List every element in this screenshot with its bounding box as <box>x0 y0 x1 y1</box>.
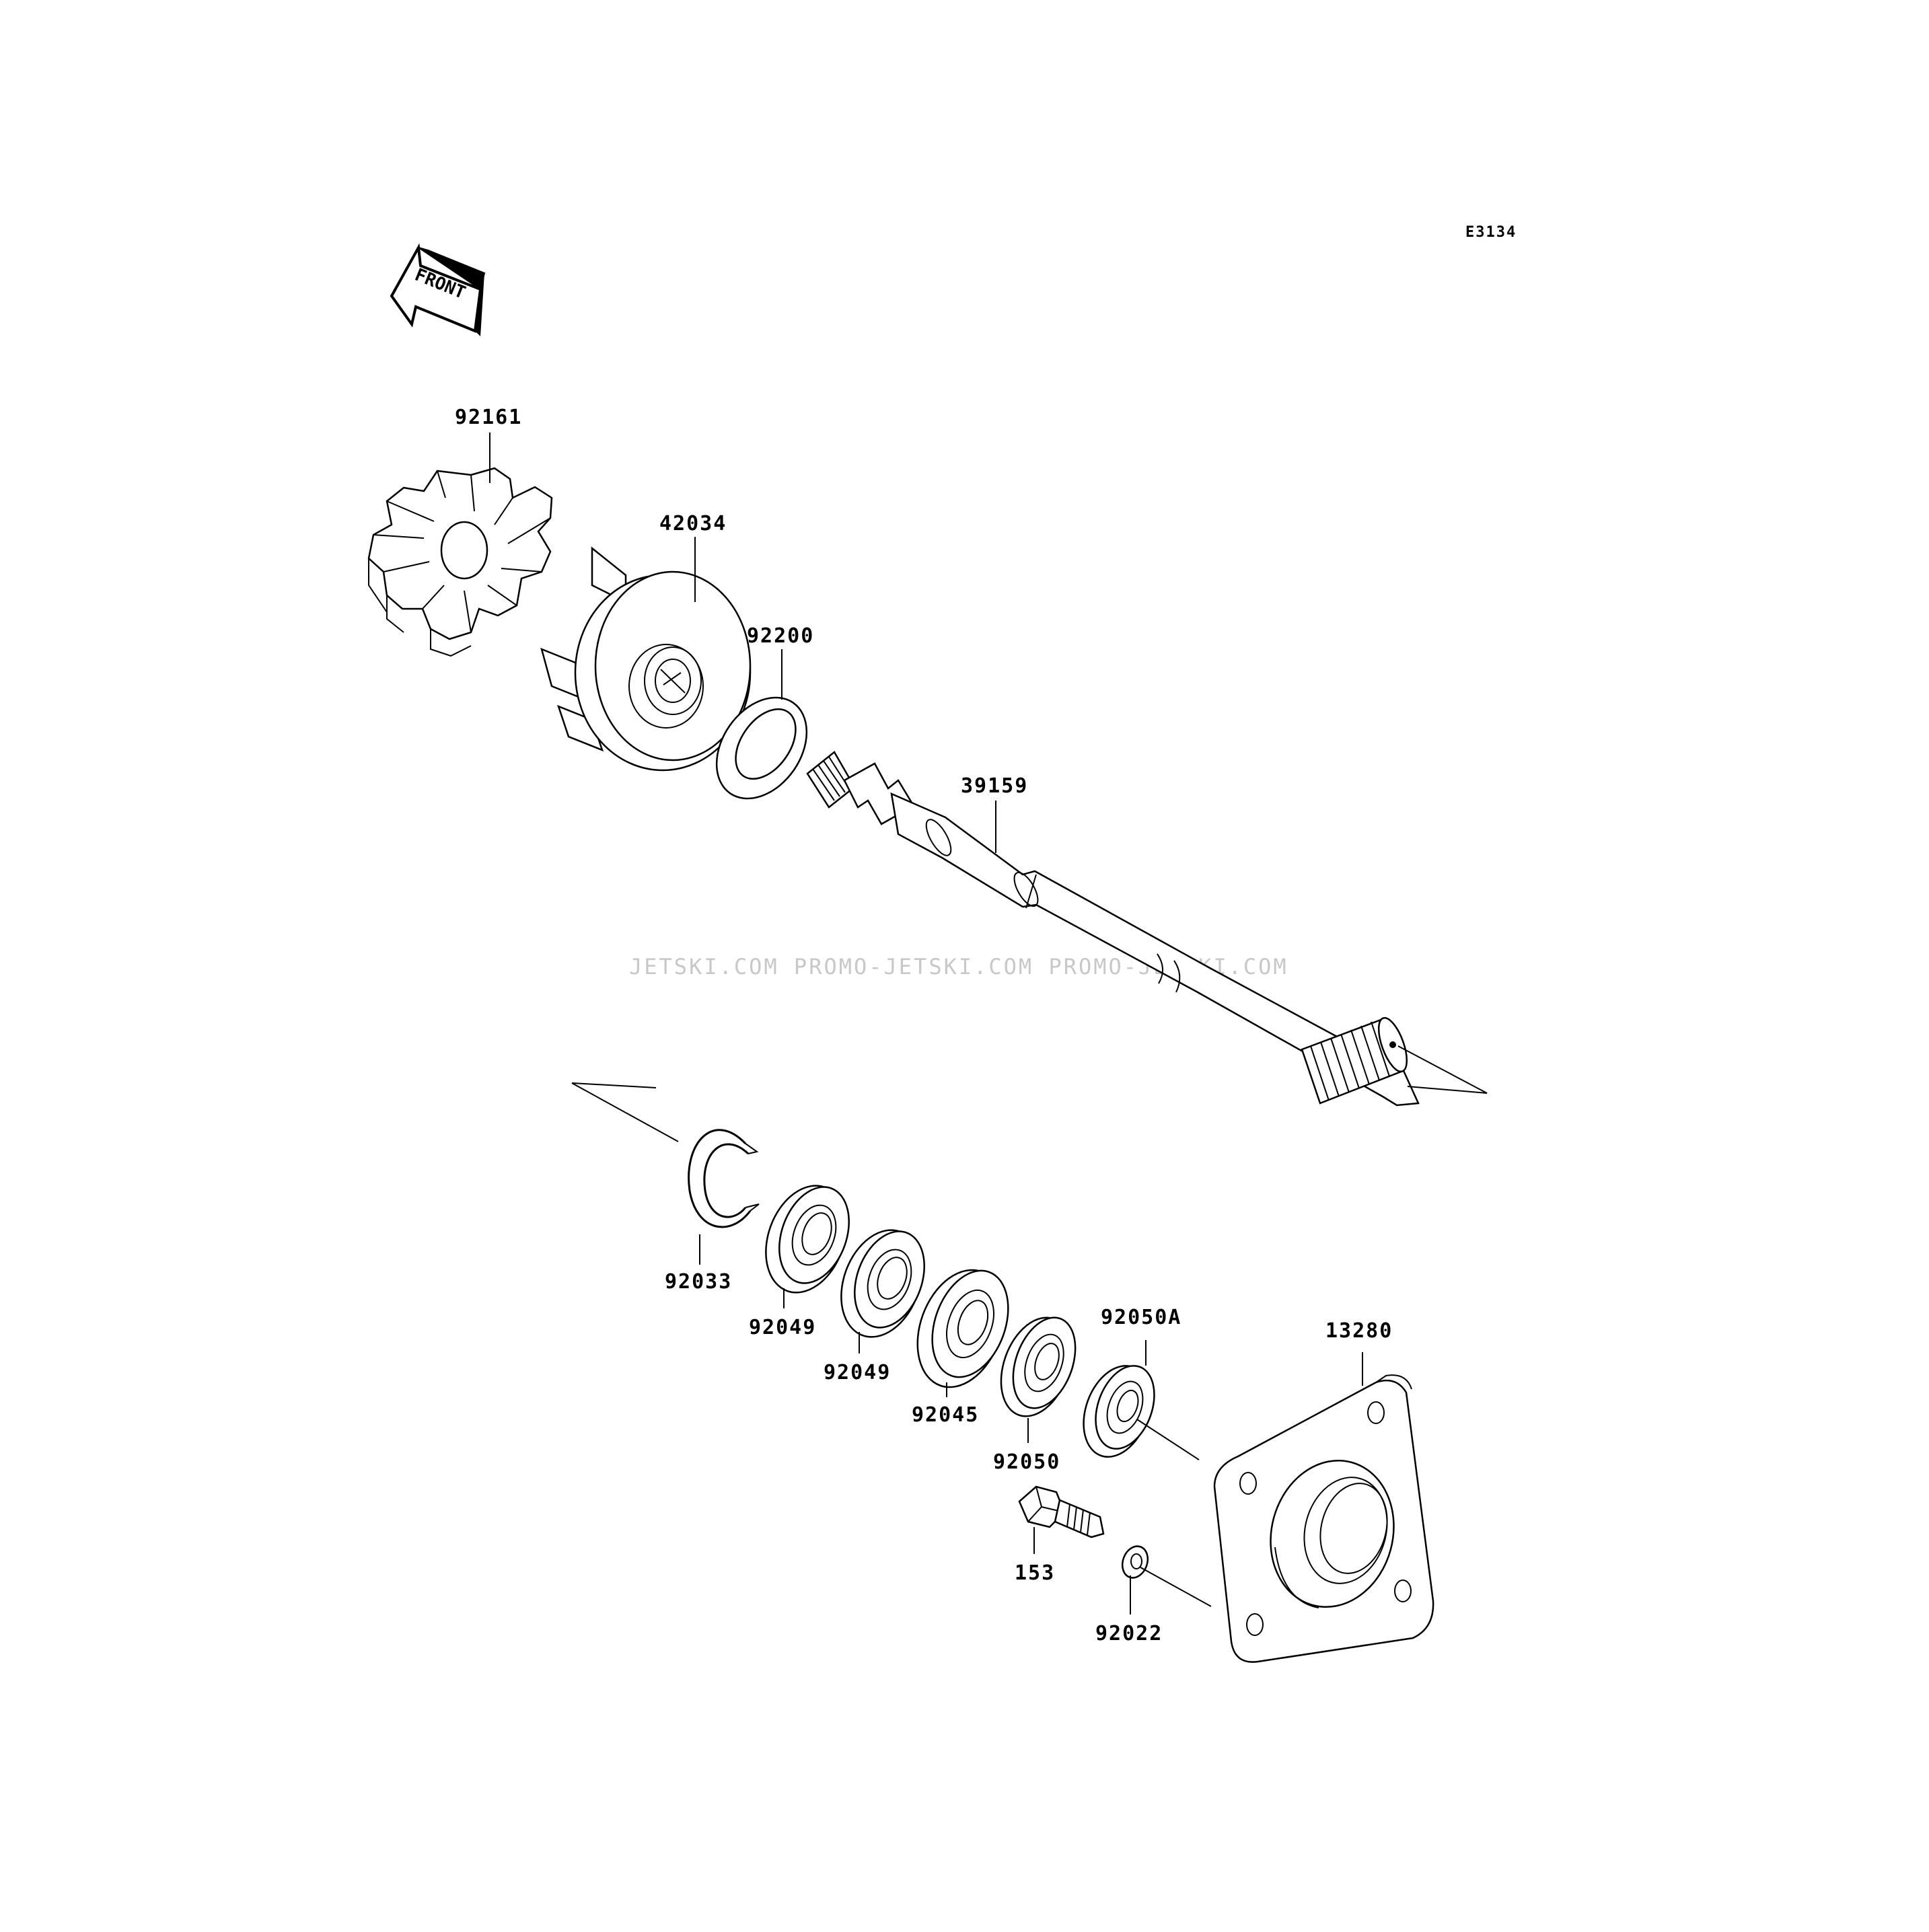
part-label-92050: 92050 <box>993 1450 1060 1474</box>
part-label-92049-b: 92049 <box>824 1361 891 1384</box>
bearing-92050 <box>1000 1316 1077 1417</box>
seal-92050A <box>1083 1365 1200 1460</box>
leader-lines <box>489 433 1363 1614</box>
bearing-92045 <box>916 1269 1009 1388</box>
impeller-42034 <box>540 546 752 772</box>
front-arrow-icon: FRONT <box>390 243 486 336</box>
part-label-92200: 92200 <box>747 624 814 648</box>
washer-92022 <box>1121 1545 1212 1607</box>
part-label-92022: 92022 <box>1095 1622 1163 1645</box>
part-label-92161: 92161 <box>455 406 522 429</box>
damper-92161 <box>367 467 553 657</box>
part-label-13280: 13280 <box>1325 1319 1393 1343</box>
washer-92200 <box>715 696 808 800</box>
seal-92049-a <box>765 1185 850 1294</box>
part-label-92050A: 92050A <box>1101 1306 1181 1329</box>
part-label-92049-a: 92049 <box>749 1316 816 1339</box>
seal-92049-b <box>840 1229 925 1338</box>
part-label-153: 153 <box>1015 1561 1055 1585</box>
part-label-39159: 39159 <box>961 774 1028 798</box>
circlip-92033 <box>688 1129 760 1228</box>
axis-line-left <box>571 1082 679 1142</box>
part-label-42034: 42034 <box>659 512 727 535</box>
part-label-92033: 92033 <box>665 1270 732 1294</box>
housing-13280 <box>1213 1374 1434 1663</box>
diagram-id: E3134 <box>1465 224 1517 241</box>
part-label-92045: 92045 <box>912 1403 979 1427</box>
shaft-39159 <box>806 751 1488 1107</box>
bolt-153 <box>1018 1485 1105 1538</box>
